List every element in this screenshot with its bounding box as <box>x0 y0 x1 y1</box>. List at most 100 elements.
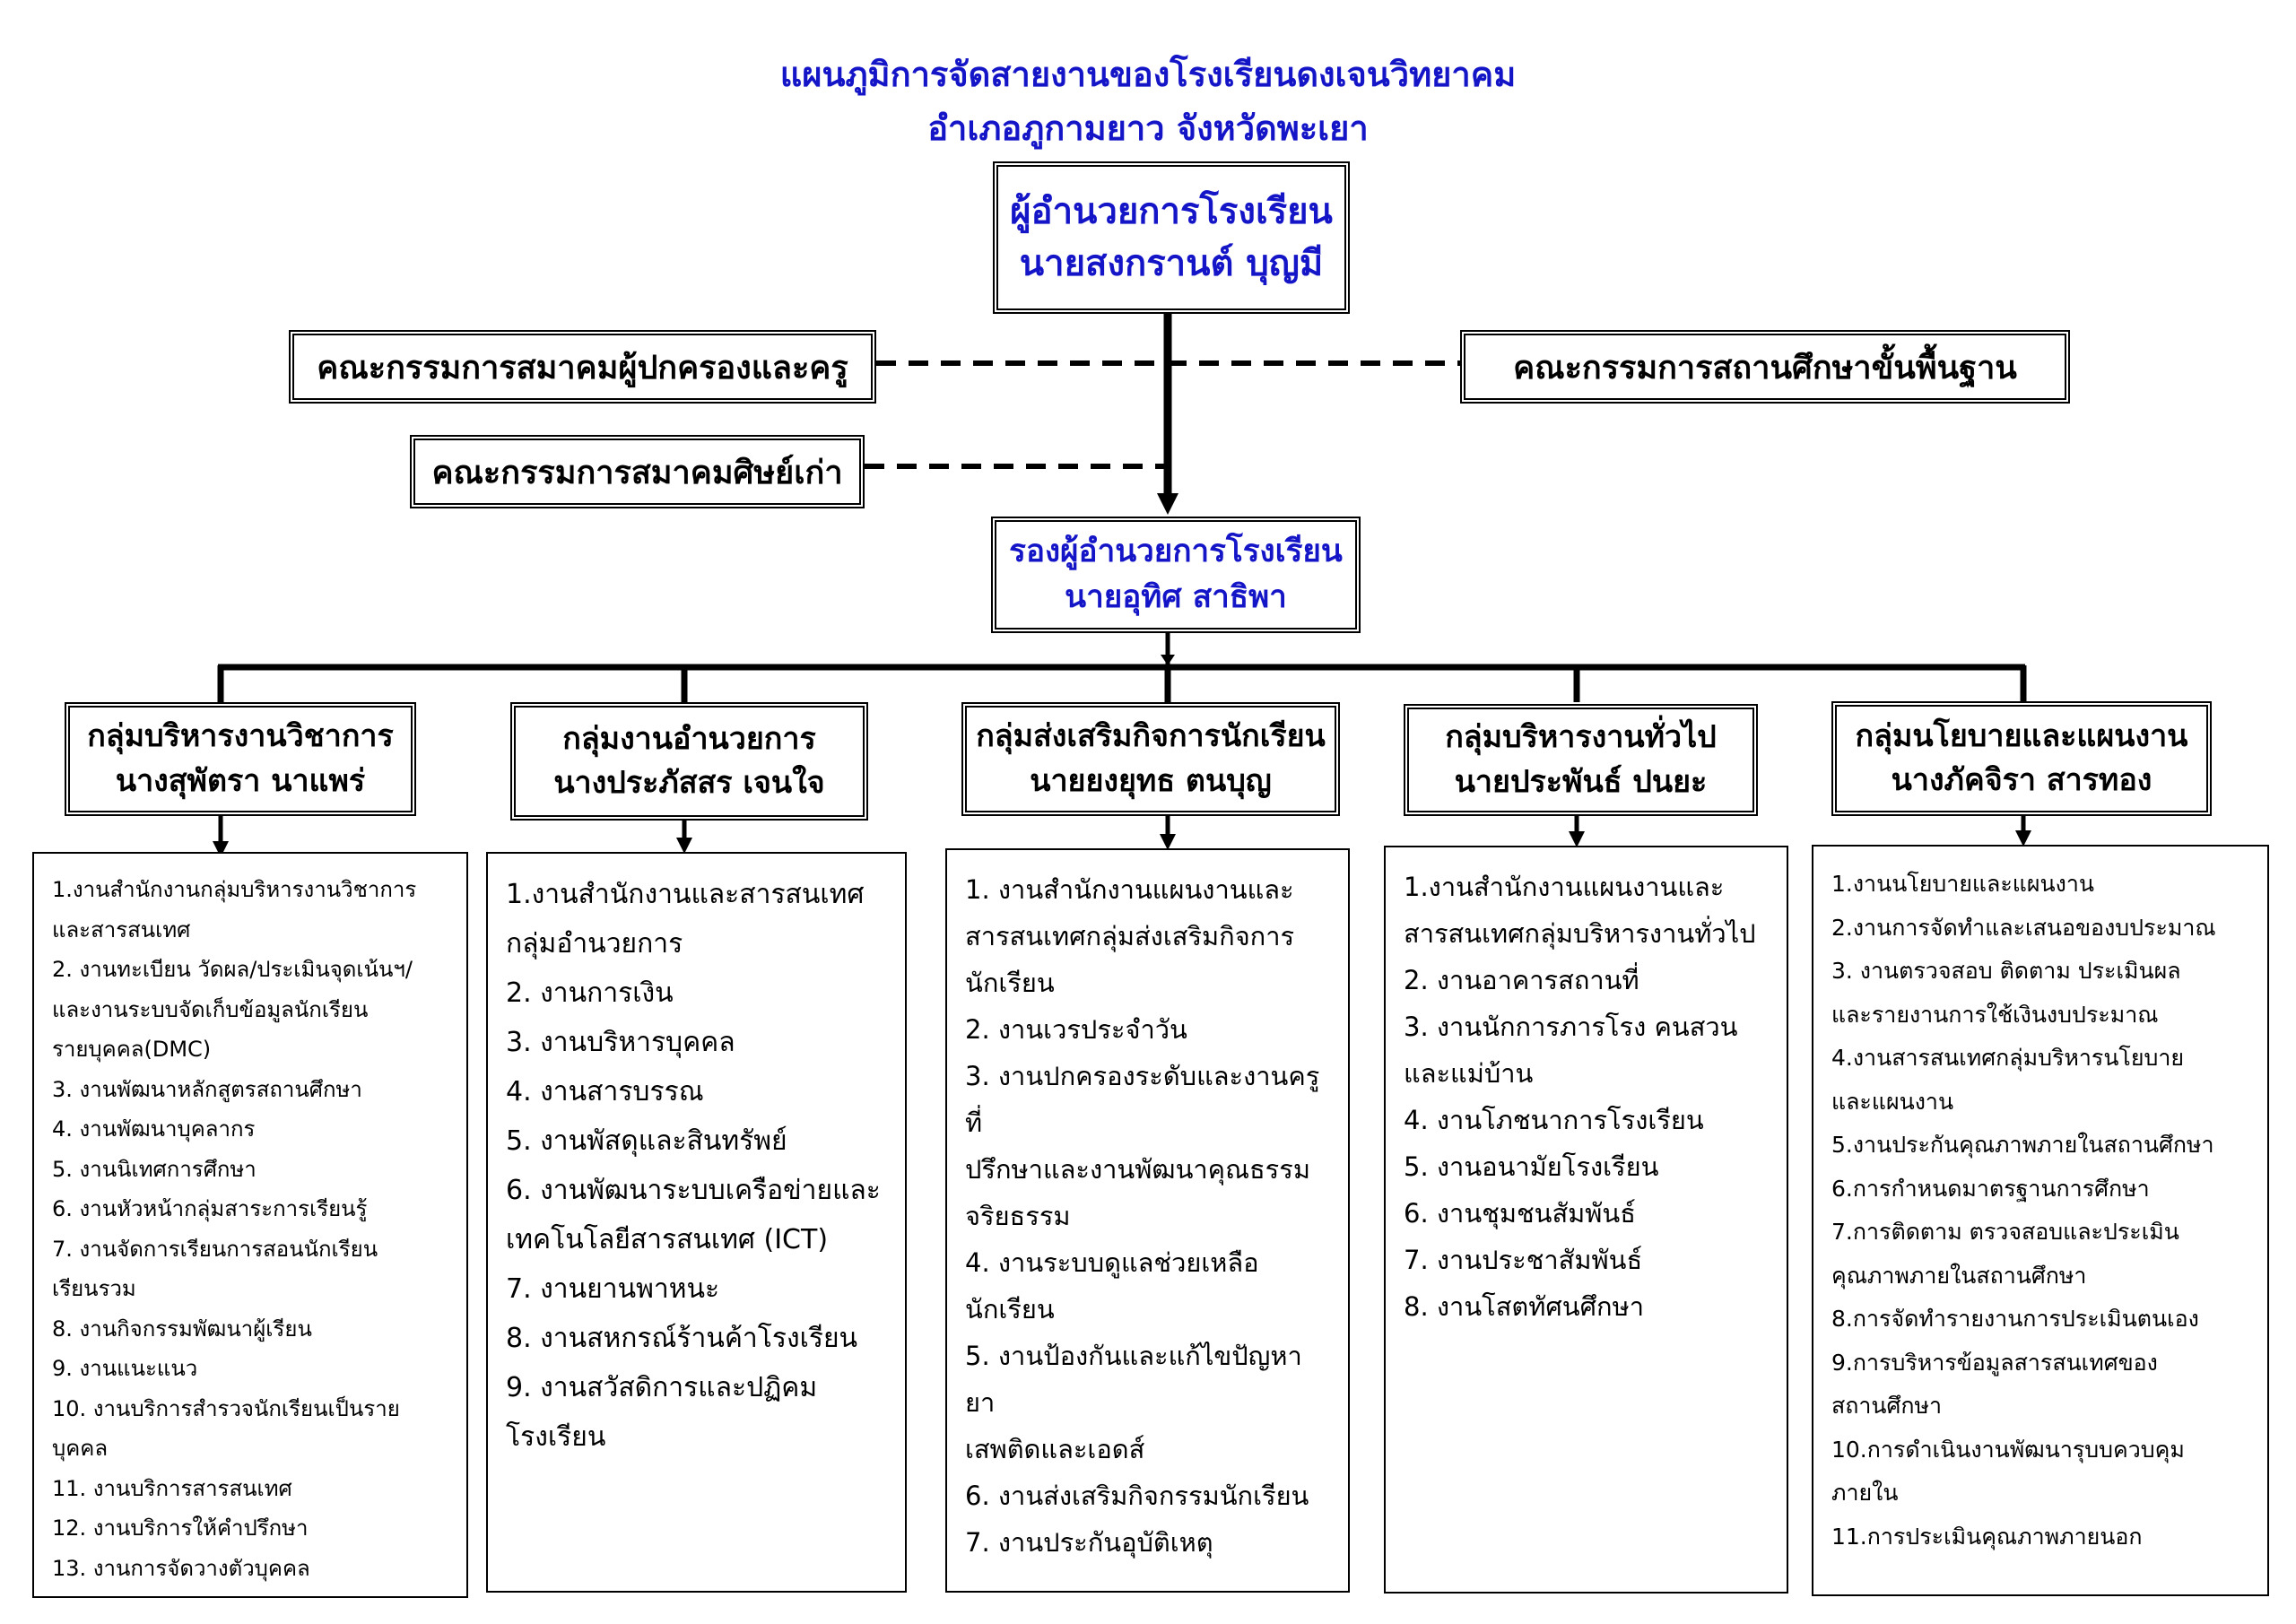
task-item: 6. งานชุมชนสัมพันธ์ <box>1404 1198 1636 1229</box>
task-item: 8. งานสหกรณ์ร้านค้าโรงเรียน <box>506 1323 858 1354</box>
task-item: 2.งานการจัดทำและเสนอของบประมาณ <box>1831 914 2216 941</box>
group-academic-tasks: 1.งานสำนักงานกลุ่มบริหารงานวิชาการ และสา… <box>32 852 468 1598</box>
group-policy-planning-tasks: 1.งานนโยบายและแผนงาน 2.งานการจัดทำและเสน… <box>1812 845 2269 1596</box>
task-item: 6. งานส่งเสริมกิจกรรมนักเรียน <box>965 1481 1309 1511</box>
task-item: 6. งานพัฒนาระบบเครือข่ายและ <box>506 1175 881 1206</box>
task-item: กลุ่มอำนวยการ <box>506 928 683 960</box>
task-item: เสพติดและเอดส์ <box>965 1434 1145 1464</box>
task-item: คุณภาพภายในสถานศึกษา <box>1831 1262 2087 1289</box>
group-general-admin-box: กลุ่มบริหารงานทั่วไป นายประพันธ์ ปนยะ <box>1404 704 1758 816</box>
task-item: 8. งานกิจกรรมพัฒนาผู้เรียน <box>52 1316 312 1342</box>
task-item: 1.งานสำนักงานแผนงานและ <box>1404 872 1725 902</box>
task-item: 3. งานพัฒนาหลักสูตรสถานศึกษา <box>52 1076 362 1102</box>
deputy-name: นายอุทิศ สาธิพา <box>1065 579 1287 615</box>
group-administration-head: นางประภัสสร เจนใจ <box>553 765 825 801</box>
task-item: 11.การประเมินคุณภาพภายนอก <box>1831 1523 2143 1550</box>
group-academic-head: นางสุพัตรา นาแพร่ <box>115 762 366 799</box>
task-item: 1.งานสำนักงานและสารสนเทศ <box>506 879 865 910</box>
group-student-affairs-tasks: 1. งานสำนักงานแผนงานและ สารสนเทศกลุ่มส่ง… <box>945 848 1350 1593</box>
group-student-affairs-title: กลุ่มส่งเสริมกิจการนักเรียน <box>976 718 1326 755</box>
chart-title-line2: อำเภอภูกามยาว จังหวัดพะเยา <box>927 109 1369 148</box>
task-item: 13. งานการจัดวางตัวบุคคล <box>52 1555 310 1581</box>
task-item: และงานระบบจัดเก็บข้อมูลนักเรียน <box>52 996 369 1022</box>
task-item: 14.งานบริการและติดตามผล 15.งานห้องสมุด <box>52 1588 450 1596</box>
task-item: 3. งานตรวจสอบ ติดตาม ประเมินผล <box>1831 958 2181 984</box>
group-policy-planning-box: กลุ่มนโยบายและแผนงาน นางภัคจิรา สารทอง <box>1831 701 2212 816</box>
chart-title-line1: แผนภูมิการจัดสายงานของโรงเรียนดงเจนวิทยา… <box>779 55 1517 94</box>
task-item: 11. งานบริการสารสนเทศ <box>52 1475 292 1501</box>
task-item: 5.งานประกันคุณภาพภายในสถานศึกษา <box>1831 1132 2214 1158</box>
task-item: ภายใน <box>1831 1480 1899 1506</box>
task-item: 4. งานระบบดูแลช่วยเหลือ <box>965 1247 1259 1278</box>
task-item: 2. งานอาคารสถานที่ <box>1404 965 1639 995</box>
committee-alumni-box: คณะกรรมการสมาคมศิษย์เก่า <box>410 435 865 508</box>
task-item: เทคโนโลยีสารสนเทศ (ICT) <box>506 1224 829 1255</box>
group-administration-tasks: 1.งานสำนักงานและสารสนเทศ กลุ่มอำนวยการ 2… <box>486 852 907 1593</box>
committee-basic-education-box: คณะกรรมการสถานศึกษาขั้นพื้นฐาน <box>1460 330 2070 404</box>
task-item: 5. งานพัสดุและสินทรัพย์ <box>506 1125 787 1157</box>
group-policy-planning-title: กลุ่มนโยบายและแผนงาน <box>1855 717 2188 754</box>
committee-parents-teachers-box: คณะกรรมการสมาคมผู้ปกครองและครู <box>289 330 876 404</box>
task-item: 2. งานการเงิน <box>506 977 674 1009</box>
task-item: สารสนเทศกลุ่มส่งเสริมกิจการ <box>965 921 1295 951</box>
task-item: 9. งานสวัสดิการและปฏิคม <box>506 1372 818 1403</box>
group-student-affairs-head: นายยงยุทธ ตนบุญ <box>1030 762 1272 799</box>
committee-basic-education-label: คณะกรรมการสถานศึกษาขั้นพื้นฐาน <box>1513 349 2017 386</box>
task-item: 8. งานโสตทัศนศึกษา <box>1404 1291 1644 1322</box>
committee-parents-teachers-label: คณะกรรมการสมาคมผู้ปกครองและครู <box>317 349 848 386</box>
task-item: โรงเรียน <box>506 1421 606 1453</box>
task-item: นักเรียน <box>965 968 1055 998</box>
task-item: 7.การติดตาม ตรวจสอบและประเมิน <box>1831 1219 2179 1245</box>
deputy-title: รองผู้อำนวยการโรงเรียน <box>1009 534 1343 570</box>
task-item: รายบุคคล(DMC) <box>52 1037 212 1062</box>
task-item: 7. งานยานพาหนะ <box>506 1273 720 1305</box>
committee-alumni-label: คณะกรรมการสมาคมศิษย์เก่า <box>431 454 843 491</box>
group-general-admin-tasks: 1.งานสำนักงานแผนงานและ สารสนเทศกลุ่มบริห… <box>1384 846 1788 1594</box>
task-item: และสารสนเทศ <box>52 916 191 942</box>
task-item: 4. งานพัฒนาบุคลากร <box>52 1116 256 1142</box>
group-general-admin-head: นายประพันธ์ ปนยะ <box>1454 763 1708 800</box>
deputy-to-bus-arrow <box>1161 655 1175 665</box>
task-item: สารสนเทศกลุ่มบริหารงานทั่วไป <box>1404 918 1756 949</box>
director-box: ผู้อำนวยการโรงเรียน นายสงกรานต์ บุญมี <box>993 161 1350 314</box>
director-title: ผู้อำนวยการโรงเรียน <box>1010 191 1333 232</box>
task-item: 5. งานอนามัยโรงเรียน <box>1404 1151 1659 1182</box>
task-item: 9. งานแนะแนว <box>52 1356 198 1381</box>
task-item: 5. งานนิเทศการศึกษา <box>52 1156 257 1182</box>
task-item: จริยธรรม <box>965 1201 1071 1231</box>
task-item: 3. งานนักการภารโรง คนสวน <box>1404 1012 1738 1042</box>
task-item: 7. งานจัดการเรียนการสอนนักเรียน <box>52 1236 378 1262</box>
director-name: นายสงกรานต์ บุญมี <box>1019 243 1324 284</box>
group-academic-title: กลุ่มบริหารงานวิชาการ <box>87 718 394 755</box>
task-item: 6.การกำหนดมาตรฐานการศึกษา <box>1831 1175 2150 1202</box>
task-item: 10.การดำเนินงานพัฒนารุบบควบคุม <box>1831 1436 2185 1463</box>
task-item: 2. งานทะเบียน วัดผล/ประเมินจุดเน้นฯ/ <box>52 957 413 982</box>
task-item: และแม่บ้าน <box>1404 1058 1534 1089</box>
task-item: 2. งานเวรประจำวัน <box>965 1014 1187 1045</box>
task-item: นักเรียน <box>965 1294 1055 1324</box>
task-item: เรียนรวม <box>52 1276 136 1301</box>
group-administration-title: กลุ่มงานอำนวยการ <box>562 720 816 757</box>
task-item: 4. งานสารบรรณ <box>506 1076 704 1107</box>
group-student-affairs-box: กลุ่มส่งเสริมกิจการนักเรียน นายยงยุทธ ตน… <box>961 702 1340 816</box>
group-policy-planning-head: นางภัคจิรา สารทอง <box>1891 762 2152 798</box>
task-item: 10. งานบริการสำรวจนักเรียนเป็นรายบุคคล <box>52 1395 400 1462</box>
task-item: 5. งานป้องกันและแก้ไขปัญหายา <box>965 1341 1302 1418</box>
group-academic-box: กลุ่มบริหารงานวิชาการ นางสุพัตรา นาแพร่ <box>65 702 416 816</box>
task-item: สถานศึกษา <box>1831 1393 1943 1419</box>
task-item: 4.งานสารสนเทศกลุ่มบริหารนโยบาย <box>1831 1045 2185 1071</box>
task-item: 8.การจัดทำรายงานการประเมินตนเอง <box>1831 1306 2199 1332</box>
deputy-box: รองผู้อำนวยการโรงเรียน นายอุทิศ สาธิพา <box>991 517 1361 633</box>
task-item: 4. งานโภชนาการโรงเรียน <box>1404 1105 1704 1135</box>
task-item: 12. งานบริการให้คำปรึกษา <box>52 1515 309 1541</box>
director-to-deputy-arrow <box>1157 493 1178 515</box>
group-administration-box: กลุ่มงานอำนวยการ นางประภัสสร เจนใจ <box>510 702 868 821</box>
task-item: 7. งานประชาสัมพันธ์ <box>1404 1245 1643 1275</box>
task-item: 1. งานสำนักงานแผนงานและ <box>965 874 1294 905</box>
task-item: และแผนงาน <box>1831 1088 1954 1115</box>
task-item: และรายงานการใช้เงินงบประมาณ <box>1831 1001 2159 1028</box>
task-item: 1.งานสำนักงานกลุ่มบริหารงานวิชาการ <box>52 877 417 902</box>
task-item: 3. งานปกครองระดับและงานครูที่ <box>965 1061 1320 1138</box>
task-item: 7. งานประกันอุบัติเหตุ <box>965 1527 1213 1558</box>
